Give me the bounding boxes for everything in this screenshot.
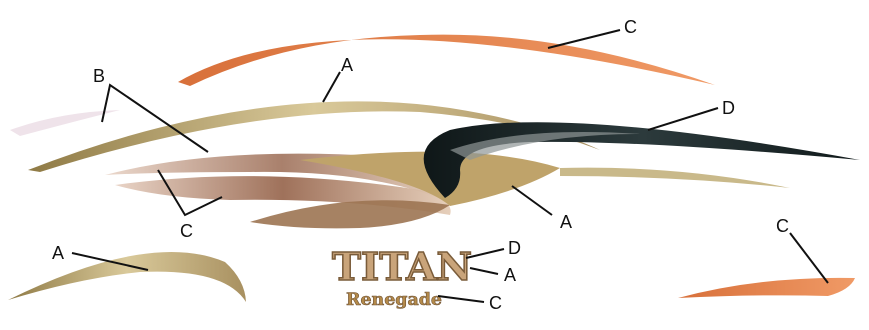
decal-stripe-c-bottom-right [678, 278, 855, 298]
decal-stripe-a-bottom-left [8, 252, 246, 302]
callout-a-top: A [341, 55, 353, 75]
decal-stripe-c-top [178, 35, 715, 86]
leader-a-mid [512, 186, 552, 215]
callout-c-bottom-right: C [776, 216, 789, 236]
leader-c-logo [438, 296, 484, 302]
callout-c-top: C [624, 17, 637, 37]
leader-a-logo [470, 268, 498, 274]
callout-d-logo: D [508, 238, 521, 258]
callout-a-bottom-left: A [52, 243, 64, 263]
leader-d-right [648, 108, 718, 130]
callout-b-left: B [93, 66, 105, 86]
logo-brand: TITAN [332, 244, 472, 289]
callout-a-mid: A [560, 212, 572, 232]
decal-stripe-b-bottom [250, 200, 450, 228]
callout-a-logo: A [504, 265, 516, 285]
decal-stripe-a-tail [560, 168, 790, 188]
leader-c-bottom-right [790, 233, 828, 283]
titan-logo: TITAN Renegade [332, 244, 472, 310]
leader-c-top [548, 30, 620, 48]
callout-d-right: D [722, 98, 735, 118]
callout-c-left: C [180, 221, 193, 241]
callout-c-logo: C [489, 293, 502, 313]
logo-model: Renegade [346, 290, 442, 310]
leader-a-top [323, 72, 340, 102]
